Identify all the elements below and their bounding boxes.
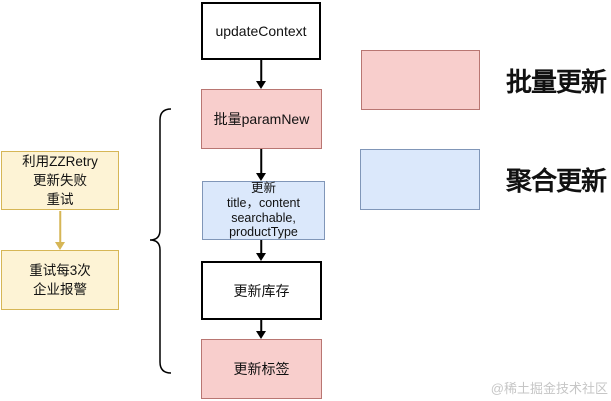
legend-swatch-batch (361, 50, 480, 110)
arrowhead-down-icon (256, 253, 266, 261)
arrow-context-to-batch (255, 60, 267, 89)
node-update-context-label: updateContext (215, 23, 307, 39)
node-update-stock-label: 更新库存 (233, 282, 290, 299)
node-update-tags: 更新标签 (201, 339, 322, 399)
node-aggregate-update: 更新 title，content searchable, productType (202, 181, 325, 240)
node-retry-note: 利用ZZRetry 更新失败 重试 (1, 151, 119, 210)
node-alarm-note-label: 重试每3次 企业报警 (29, 263, 91, 297)
arrowhead-down-icon (55, 242, 65, 250)
arrow-stock-to-tags (255, 320, 267, 339)
watermark: @稀土掘金技术社区 (490, 381, 608, 396)
node-retry-note-label: 利用ZZRetry 更新失败 重试 (22, 154, 98, 207)
node-alarm-note: 重试每3次 企业报警 (1, 250, 119, 310)
node-batch-param-new-label: 批量paramNew (213, 111, 310, 127)
node-aggregate-update-label: 更新 title，content searchable, productType (227, 181, 300, 240)
arrow-aggregate-to-stock (255, 240, 267, 261)
arrow-retry-to-alarm (54, 211, 66, 250)
node-batch-param-new: 批量paramNew (201, 89, 322, 149)
node-update-context: updateContext (201, 2, 321, 60)
curly-brace-icon (149, 108, 172, 374)
legend-swatch-aggregate (360, 149, 480, 210)
arrow-batch-to-aggregate (255, 149, 267, 181)
legend-label-aggregate: 聚合更新 (506, 166, 607, 196)
legend-label-batch: 批量更新 (506, 66, 607, 97)
arrowhead-down-icon (256, 331, 266, 339)
node-update-tags-label: 更新标签 (233, 361, 290, 377)
arrowhead-down-icon (256, 173, 266, 181)
arrowhead-down-icon (256, 81, 266, 89)
node-update-stock: 更新库存 (201, 261, 322, 320)
